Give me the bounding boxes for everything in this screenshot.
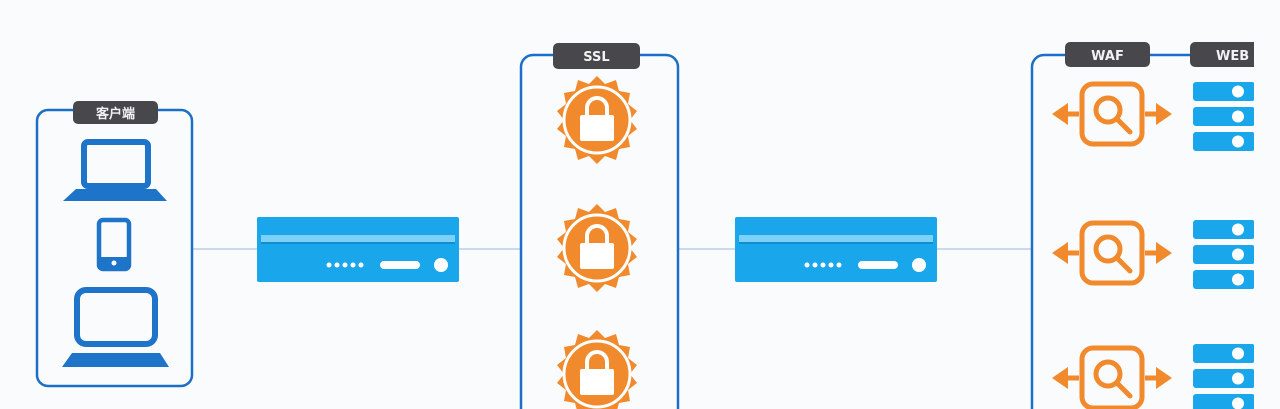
network-appliance-icon <box>257 217 459 282</box>
waf-inspect-icon <box>1052 84 1172 144</box>
client-tab <box>73 101 158 124</box>
phone-icon <box>96 217 132 272</box>
gear-lock-icon <box>555 74 639 166</box>
ssl-tab <box>553 43 640 69</box>
waf-web-group: WAF WEB <box>1030 42 1280 409</box>
web-label: WEB <box>1216 49 1249 64</box>
edge-crop-top <box>1254 42 1280 70</box>
gear-lock-icon <box>555 202 639 294</box>
client-group: 客户端 <box>35 101 194 388</box>
waf-inspect-icon <box>1052 223 1172 283</box>
waf-frame <box>1030 53 1280 409</box>
client-label: 客户端 <box>96 106 135 122</box>
waf-label: WAF <box>1091 49 1124 64</box>
server-stack-icon <box>1193 82 1255 151</box>
waf-inspect-icon <box>1052 348 1172 408</box>
edge-crop <box>1254 70 1280 409</box>
desktop-monitor-icon <box>62 287 169 367</box>
server-stack-icon <box>1193 220 1255 289</box>
laptop-icon <box>63 139 167 201</box>
gear-lock-icon <box>555 328 639 409</box>
ssl-label: SSL <box>583 50 609 65</box>
network-appliance-icon <box>735 217 937 282</box>
server-stack-icon <box>1193 344 1255 409</box>
waf-tab <box>1065 42 1150 67</box>
ssl-group: SSL <box>519 43 680 409</box>
